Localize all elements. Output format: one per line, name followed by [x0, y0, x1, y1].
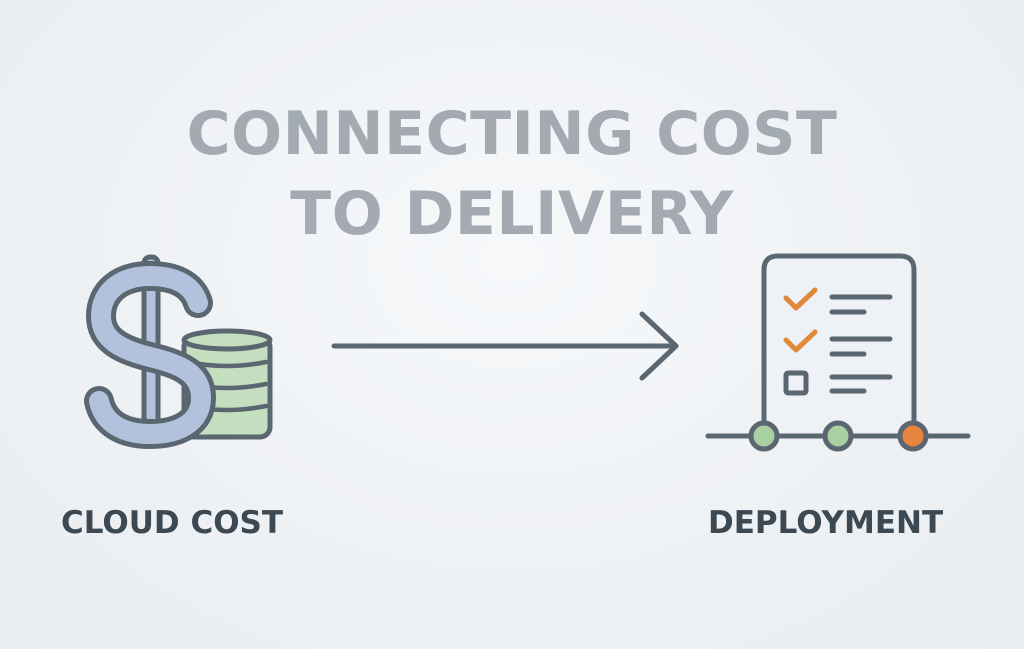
pipeline-stage-3 [897, 420, 929, 452]
title-line-2: TO DELIVERY [290, 179, 734, 249]
node-label-deployment: DEPLOYMENT [708, 505, 944, 541]
pipeline-icon [705, 420, 971, 452]
title-line-1: CONNECTING COST [186, 99, 838, 169]
checklist-pipeline-icon [705, 253, 971, 452]
pipeline-stage-2 [822, 420, 854, 452]
page-title: CONNECTING COST TO DELIVERY [0, 94, 1024, 254]
flow-arrow [331, 311, 679, 381]
node-label-cloud-cost: CLOUD COST [61, 505, 284, 541]
checklist-icon [761, 253, 917, 440]
dollar-coins-icon [84, 254, 273, 449]
dollar-sign-icon [84, 254, 216, 449]
pipeline-stage-1 [748, 420, 780, 452]
